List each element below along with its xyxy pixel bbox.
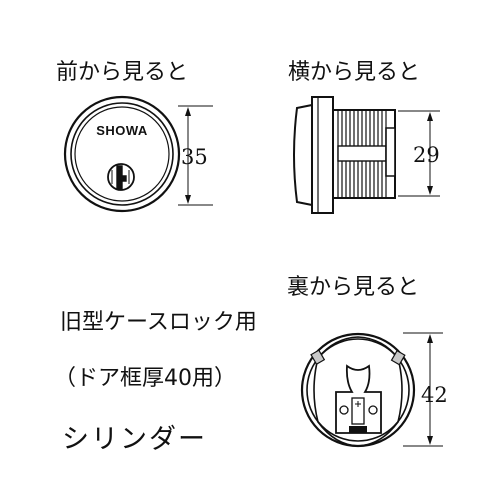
front-dimension-value: 35 xyxy=(181,145,208,169)
front-view: SHOWA 35 xyxy=(63,95,213,213)
keyway xyxy=(107,163,135,191)
side-dimension-value: 29 xyxy=(413,143,440,167)
cylinder-flange xyxy=(293,103,313,207)
back-dimension xyxy=(403,332,443,447)
description-line-2: （ドア框厚40用） xyxy=(54,366,236,391)
front-dimension xyxy=(178,105,213,206)
back-dimension-value: 42 xyxy=(421,383,448,407)
description-line-3: シリンダー xyxy=(62,424,207,455)
cam-plate xyxy=(335,364,382,434)
side-view: 29 xyxy=(293,96,440,214)
front-view-title: 前から見ると xyxy=(56,60,189,85)
side-view-title: 横から見ると xyxy=(288,60,421,85)
back-view-title: 裏から見ると xyxy=(287,275,420,300)
back-view: 42 xyxy=(300,332,448,448)
side-dimension xyxy=(398,110,440,197)
back-inner-ring xyxy=(313,336,403,447)
front-brand-label: SHOWA xyxy=(96,123,148,138)
description-line-1: 旧型ケースロック用 xyxy=(60,310,257,335)
